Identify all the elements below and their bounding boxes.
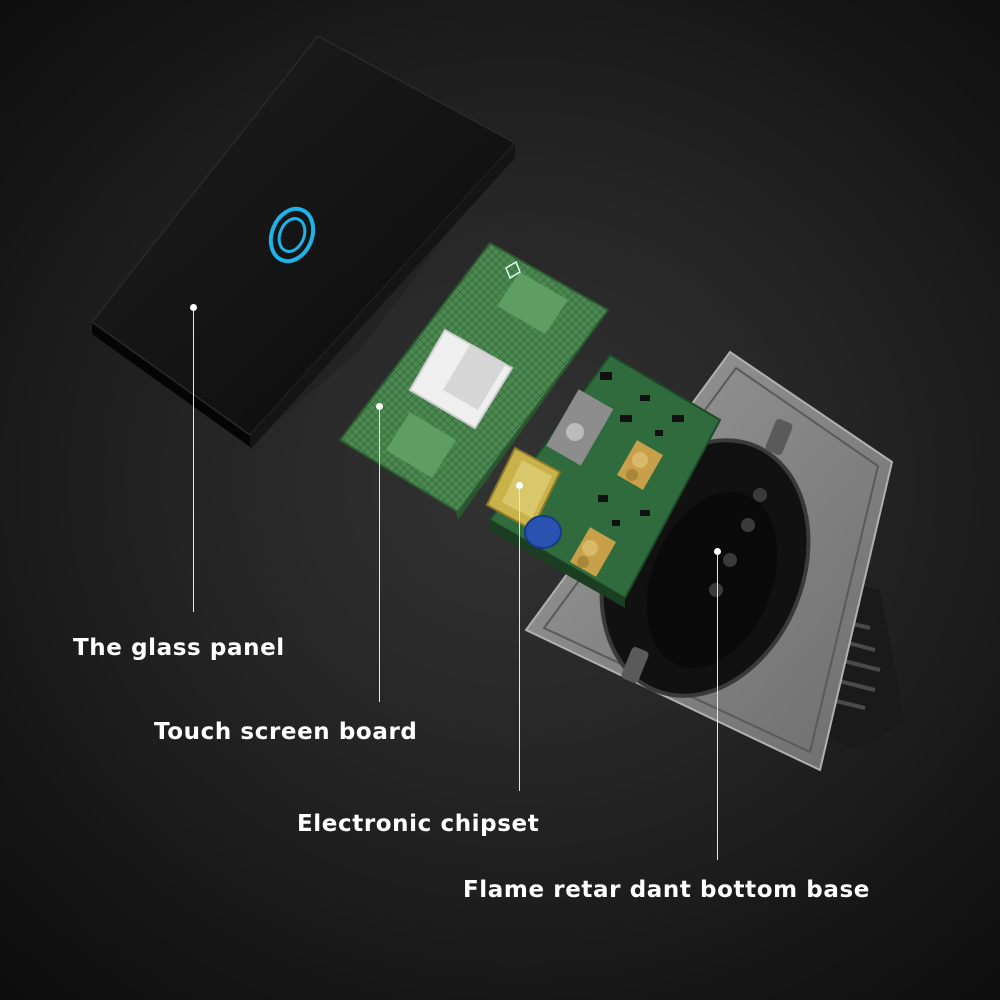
label-touch-screen-board: Touch screen board: [154, 719, 418, 745]
bottom-base: [524, 350, 905, 772]
glass-panel-leader: [193, 310, 194, 612]
touch-screen-board: [338, 241, 610, 520]
chipset-marker: [516, 482, 523, 489]
base-leader: [717, 554, 718, 860]
glass-panel-marker: [190, 304, 197, 311]
base-marker: [714, 548, 721, 555]
chipset-leader: [519, 488, 520, 791]
touch-board-leader: [379, 409, 380, 702]
label-electronic-chipset: Electronic chipset: [297, 811, 540, 837]
label-bottom-base: Flame retar dant bottom base: [463, 877, 870, 903]
glass-panel: [90, 35, 517, 450]
label-glass-panel: The glass panel: [73, 635, 285, 661]
electronic-chipset: [485, 353, 722, 608]
touch-board-marker: [376, 403, 383, 410]
